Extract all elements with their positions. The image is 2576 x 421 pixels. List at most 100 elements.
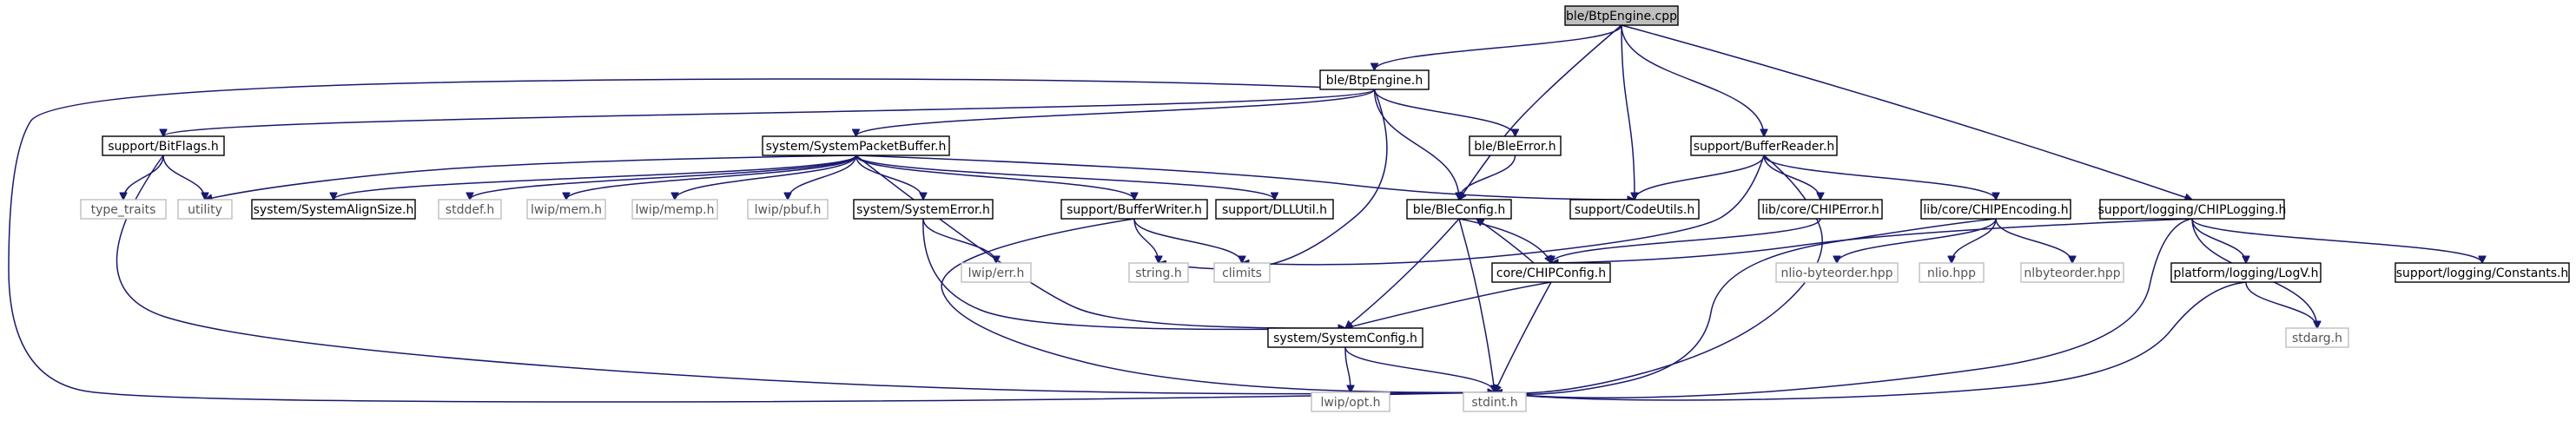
node-support-logging-chiplogging-h[interactable]: support/logging/CHIPLogging.h <box>2098 199 2287 220</box>
edge-root-to-codeutils <box>1621 24 1635 200</box>
node-ble-bleconfig-h[interactable]: ble/BleConfig.h <box>1406 199 1512 220</box>
edge-spb-to-syserror <box>855 155 924 200</box>
node-lwip-err-h: lwip/err.h <box>961 262 1032 283</box>
edge-bitflags-to-utility <box>162 155 205 200</box>
node-lib-core-chipencoding-h[interactable]: lib/core/CHIPEncoding.h <box>1920 199 2071 220</box>
node-box <box>2170 262 2322 283</box>
node-box <box>2394 262 2570 283</box>
node-label: ble/BleConfig.h <box>1413 203 1505 217</box>
node-label: lib/core/CHIPEncoding.h <box>1923 203 2068 217</box>
node-label: stdint.h <box>1471 396 1517 410</box>
node-label: ble/BtpEngine.h <box>1326 74 1423 88</box>
edge-chipenc-to-nlio <box>1952 218 1997 263</box>
edge-bteh-to-bleconfig <box>1373 89 1460 200</box>
node-support-bufferreader-h[interactable]: support/BufferReader.h <box>1690 135 1838 156</box>
edge-chipconfig-to-stdint <box>1495 281 1552 392</box>
edge-chiperror-to-chipconfig <box>1551 218 1821 263</box>
node-box <box>1758 199 1883 220</box>
node-core-chipconfig-h[interactable]: core/CHIPConfig.h <box>1491 262 1611 283</box>
edge-chipconfig-to-sysconfig <box>1345 281 1552 328</box>
node-system-systemalignsize-h[interactable]: system/SystemAlignSize.h <box>251 199 416 220</box>
node-box <box>1564 5 1679 26</box>
edge-root-to-bteh <box>1375 24 1622 70</box>
edge-spb-to-dllutil <box>855 155 1275 201</box>
node-box <box>762 135 950 156</box>
edge-syserror-to-lwiperr <box>922 218 996 263</box>
node-support-bufferwriter-h[interactable]: support/BufferWriter.h <box>1060 199 1208 220</box>
node-ble-btpengine-cpp[interactable]: ble/BtpEngine.cpp <box>1564 5 1679 26</box>
node-box <box>1267 327 1423 348</box>
edge-bteh-to-spb <box>856 89 1376 137</box>
edge-bitflags-to-typetraits <box>123 155 164 200</box>
node-box <box>1491 262 1611 283</box>
node-box <box>1406 199 1512 220</box>
edge-bleconfig-to-stdint <box>1458 218 1495 392</box>
node-system-systemerror-h[interactable]: system/SystemError.h <box>853 199 994 220</box>
node-ble-btpengine-h[interactable]: ble/BtpEngine.h <box>1319 69 1430 90</box>
node-lib-core-chiperror-h[interactable]: lib/core/CHIPError.h <box>1758 199 1883 220</box>
edge-chipconfig-to-bleconfig <box>1476 219 1535 264</box>
node-ble-bleerror-h[interactable]: ble/BleError.h <box>1469 135 1562 156</box>
node-lwip-mem-h: lwip/mem.h <box>526 199 606 220</box>
node-label: support/DLLUtil.h <box>1222 203 1327 217</box>
edge-sysconfig-to-stdint <box>1344 346 1495 392</box>
node-type-traits: type_traits <box>80 199 167 220</box>
edge-spb-to-sysalign <box>334 155 857 201</box>
edge-bteh-to-bleerror <box>1373 89 1516 136</box>
node-label: stddef.h <box>446 203 494 217</box>
node-box <box>1213 262 1271 283</box>
node-label: system/SystemPacketBuffer.h <box>766 140 947 154</box>
node-support-dllutil-h[interactable]: support/DLLUtil.h <box>1215 199 1334 220</box>
edge-chipenc-to-nliobo <box>1837 218 1997 263</box>
node-stdarg-h: stdarg.h <box>2285 327 2349 348</box>
edge-bleconfig-to-chipconfig <box>1458 218 1551 263</box>
edge-bufreader-to-chiperror <box>1763 155 1820 200</box>
edge-chipenc-to-nlbo <box>1995 218 2072 263</box>
node-box <box>1469 135 1562 156</box>
edge-chiplog-to-stdint <box>1495 218 2193 398</box>
node-stddef-h: stddef.h <box>438 199 502 220</box>
node-nlio-byteorder-hpp: nlio-byteorder.hpp <box>1775 262 1899 283</box>
node-string-h: string.h <box>1128 262 1189 283</box>
node-support-logging-constants-h[interactable]: support/logging/Constants.h <box>2394 262 2570 283</box>
edge-bufreader-to-chipenc <box>1763 155 1996 200</box>
node-box <box>526 199 606 220</box>
node-label: utility <box>188 203 222 217</box>
node-label: lwip/pbuf.h <box>755 203 822 217</box>
node-label: ble/BtpEngine.cpp <box>1566 10 1677 23</box>
node-box <box>853 199 994 220</box>
edge-chiplog-to-constants <box>2191 218 2482 263</box>
node-label: support/BufferWriter.h <box>1067 203 1202 217</box>
node-box <box>2099 199 2285 220</box>
node-box <box>2285 327 2349 348</box>
node-label: system/SystemAlignSize.h <box>254 203 414 217</box>
node-box <box>251 199 416 220</box>
node-label: system/SystemError.h <box>856 203 990 217</box>
node-lwip-pbuf-h: lwip/pbuf.h <box>747 199 829 220</box>
node-box <box>177 199 233 220</box>
node-label: platform/logging/LogV.h <box>2174 266 2319 280</box>
node-system-systemconfig-h[interactable]: system/SystemConfig.h <box>1267 327 1423 348</box>
node-box <box>747 199 829 220</box>
edge-root-to-bleconfig <box>1459 24 1622 200</box>
edge-chipenc-to-stdint <box>1495 218 1997 394</box>
edges-layer <box>8 24 2482 403</box>
node-label: nlbyteorder.hpp <box>2024 266 2120 280</box>
edge-sysconfig-to-lwipopt <box>1344 346 1351 392</box>
edge-bleerror-to-bleconfig <box>1459 155 1516 200</box>
edge-spb-to-sysconfig <box>855 155 1346 328</box>
edge-spb-to-lwipmemp <box>675 155 857 200</box>
edge-spb-to-utility <box>205 155 856 200</box>
node-system-systempacketbuffer-h[interactable]: system/SystemPacketBuffer.h <box>762 135 950 156</box>
edge-logv-to-stdint <box>1495 281 2247 401</box>
node-platform-logging-logv-h[interactable]: platform/logging/LogV.h <box>2170 262 2322 283</box>
node-box <box>438 199 502 220</box>
node-support-bitflags-h[interactable]: support/BitFlags.h <box>102 135 225 156</box>
node-label: system/SystemConfig.h <box>1273 332 1417 345</box>
edge-spb-to-bufwriter <box>855 155 1135 200</box>
edge-spb-to-stddef <box>470 155 857 201</box>
node-stdint-h: stdint.h <box>1463 391 1527 412</box>
node-label: string.h <box>1135 266 1182 280</box>
edge-bitflags-to-stdint <box>116 155 1495 394</box>
node-support-codeutils-h[interactable]: support/CodeUtils.h <box>1569 199 1700 220</box>
